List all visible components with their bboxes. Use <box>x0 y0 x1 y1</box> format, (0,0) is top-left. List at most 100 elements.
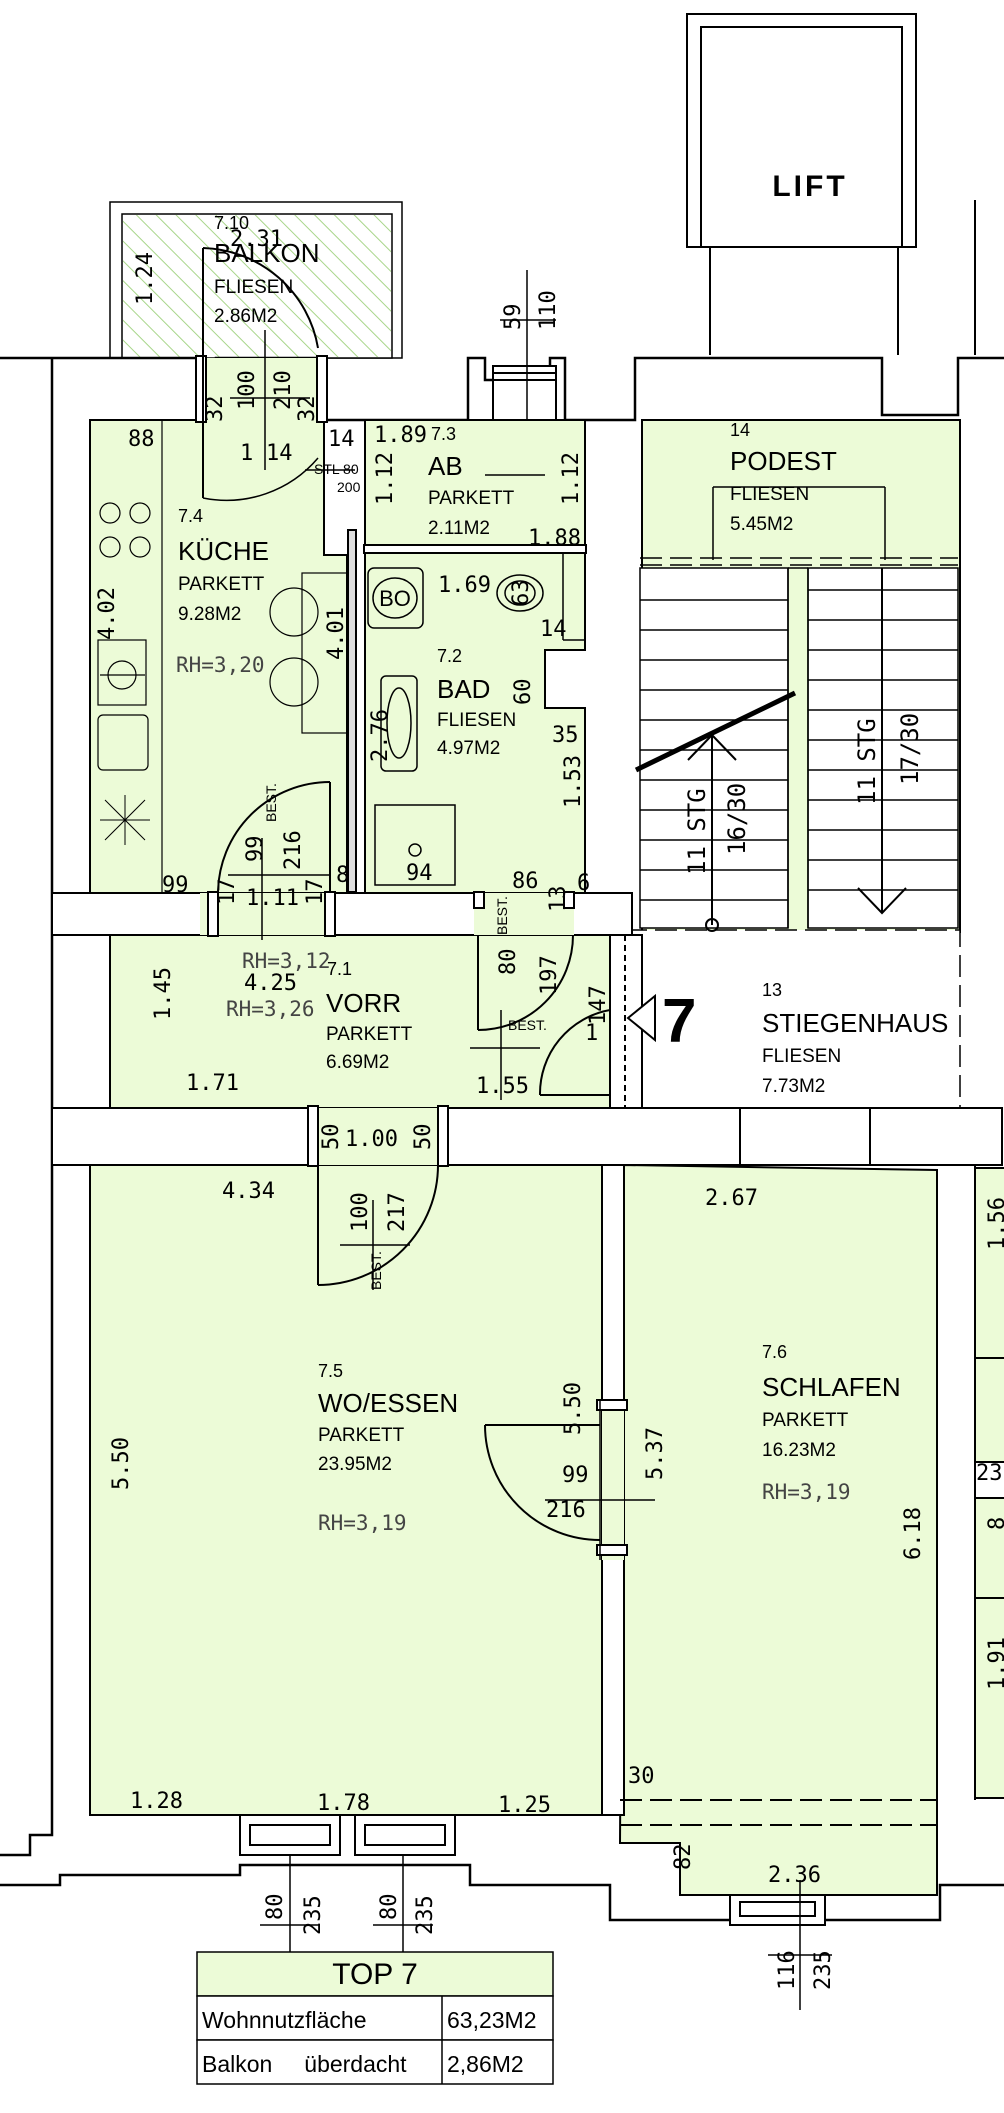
stairs-left-2: 16/30 <box>723 783 751 855</box>
stair-arrows <box>634 568 907 932</box>
balcony <box>109 201 403 359</box>
dim-235b: 235 <box>413 1895 438 1935</box>
dim-1-25: 1.25 <box>498 1793 551 1818</box>
stiegenhaus-floor: FLIESEN <box>762 1046 841 1067</box>
dim-1-12a: 1.12 <box>373 452 398 505</box>
schlafen-name: SCHLAFEN <box>762 1372 901 1402</box>
rooms <box>89 419 1004 1896</box>
dim-86: 86 <box>512 869 539 894</box>
dim-1-53: 1.53 <box>561 755 586 808</box>
room-wo-essen <box>89 1164 603 1816</box>
dim-5-50b: 5.50 <box>561 1382 586 1435</box>
podest-area: 5.45M2 <box>730 514 793 535</box>
dim-88: 88 <box>128 427 155 452</box>
bo-label: BO <box>379 586 411 611</box>
kueche-rh: RH=3,20 <box>176 653 265 677</box>
dim-1-88: 1.88 <box>528 526 581 551</box>
stl-label-2: 200 <box>337 479 361 495</box>
dim-63: 63 <box>509 580 534 607</box>
dim-17b: 17 <box>303 879 328 906</box>
dim-14b: 14 <box>328 427 355 452</box>
right-neighbor-walls <box>974 1165 1004 1800</box>
dim-4-25: 4.25 <box>244 971 297 996</box>
wo-essen-num: 7.5 <box>318 1361 343 1381</box>
schlafen-area: 16.23M2 <box>762 1440 836 1461</box>
podest-name: PODEST <box>730 446 837 476</box>
vorr-area: 6.69M2 <box>326 1052 389 1073</box>
dim-14c: 14 <box>540 617 567 642</box>
dim-235a: 235 <box>301 1895 326 1935</box>
table-row-1-label: Wohnnutzfläche <box>202 2007 367 2033</box>
dim-1-89: 1.89 <box>374 423 427 448</box>
vorr-rh: RH=3,26 <box>226 997 315 1021</box>
dim-1: 1 <box>240 441 253 466</box>
dim-2-31: 2.31 <box>230 227 283 252</box>
dim-5-50a: 5.50 <box>109 1437 134 1490</box>
dim-4-34: 4.34 <box>222 1179 275 1204</box>
dim-216a: 216 <box>281 830 306 870</box>
wo-essen-name: WO/ESSEN <box>318 1388 458 1418</box>
summary-table: TOP 7 Wohnnutzfläche 63,23M2 Balkon über… <box>196 1951 554 2085</box>
dim-50a: 50 <box>319 1124 344 1151</box>
schlafen-num: 7.6 <box>762 1342 787 1362</box>
stl-label: STL 80 <box>314 461 359 477</box>
dim-6: 6 <box>577 871 590 896</box>
balkon-num: 7.10 <box>214 213 249 233</box>
kitchen-fixtures <box>97 420 348 893</box>
bad-floor: FLIESEN <box>437 710 516 731</box>
dim-217: 217 <box>385 1192 410 1232</box>
vorr-name: VORR <box>326 988 401 1018</box>
stiegenhaus-num: 13 <box>762 980 782 1000</box>
dim-8: 8 <box>336 863 349 888</box>
dim-1-56: 1.56 <box>985 1197 1004 1250</box>
dim-4-02: 4.02 <box>95 587 120 640</box>
dim-1-24: 1.24 <box>133 252 158 305</box>
wo-essen-floor: PARKETT <box>318 1425 405 1446</box>
dim-80c: 80 <box>377 1894 402 1921</box>
dim-82: 82 <box>671 1844 696 1871</box>
dim-32a: 32 <box>203 396 228 423</box>
dim-94: 94 <box>406 861 433 886</box>
dim-14a: 14 <box>266 441 293 466</box>
balkon-area: 2.86M2 <box>214 306 277 327</box>
stairwell <box>624 486 961 1109</box>
dim-2-76: 2.76 <box>368 709 393 762</box>
dim-1-28: 1.28 <box>130 1789 183 1814</box>
entrance-triangle-icon <box>626 993 656 1043</box>
schlafen-floor: PARKETT <box>762 1410 849 1431</box>
dim-100a: 100 <box>235 370 260 410</box>
dim-147: 147 <box>586 985 611 1025</box>
kueche-floor: PARKETT <box>178 574 265 595</box>
dim-59: 59 <box>501 304 526 331</box>
dimension-labels: 1.24 2.31 59 110 32 100 210 32 88 1 14 1… <box>95 227 1004 1990</box>
dim-50b: 50 <box>411 1124 436 1151</box>
dim-116: 116 <box>775 1950 800 1990</box>
table-title: TOP 7 <box>332 1958 418 1991</box>
ab-floor: PARKETT <box>428 488 515 509</box>
bad-name: BAD <box>437 674 490 704</box>
dim-1-45: 1.45 <box>151 967 176 1020</box>
kueche-name: KÜCHE <box>178 536 269 566</box>
dim-1-69: 1.69 <box>438 573 491 598</box>
best-label-4: BEST. <box>368 1251 384 1290</box>
dim-8r: 8 <box>985 1517 1004 1530</box>
dim-17a: 17 <box>215 879 240 906</box>
lift-label: LIFT <box>772 170 847 203</box>
dim-1-71: 1.71 <box>186 1071 239 1096</box>
dim-5-37: 5.37 <box>643 1427 668 1480</box>
ab-area: 2.11M2 <box>428 518 490 539</box>
doors <box>195 247 643 1560</box>
bathroom-fixtures <box>367 552 585 886</box>
kueche-area: 9.28M2 <box>178 604 241 625</box>
ab-num: 7.3 <box>431 424 456 444</box>
stiegenhaus-name: STIEGENHAUS <box>762 1008 948 1038</box>
room-schlafen <box>618 1163 938 1896</box>
dim-32b: 32 <box>295 396 320 423</box>
bad-num: 7.2 <box>437 646 462 666</box>
table-row-2-value: 2,86M2 <box>447 2051 524 2077</box>
dim-1b: 1 <box>585 1021 598 1046</box>
bad-area: 4.97M2 <box>437 738 500 759</box>
dim-110: 110 <box>536 290 561 330</box>
dim-80a: 80 <box>496 949 521 976</box>
